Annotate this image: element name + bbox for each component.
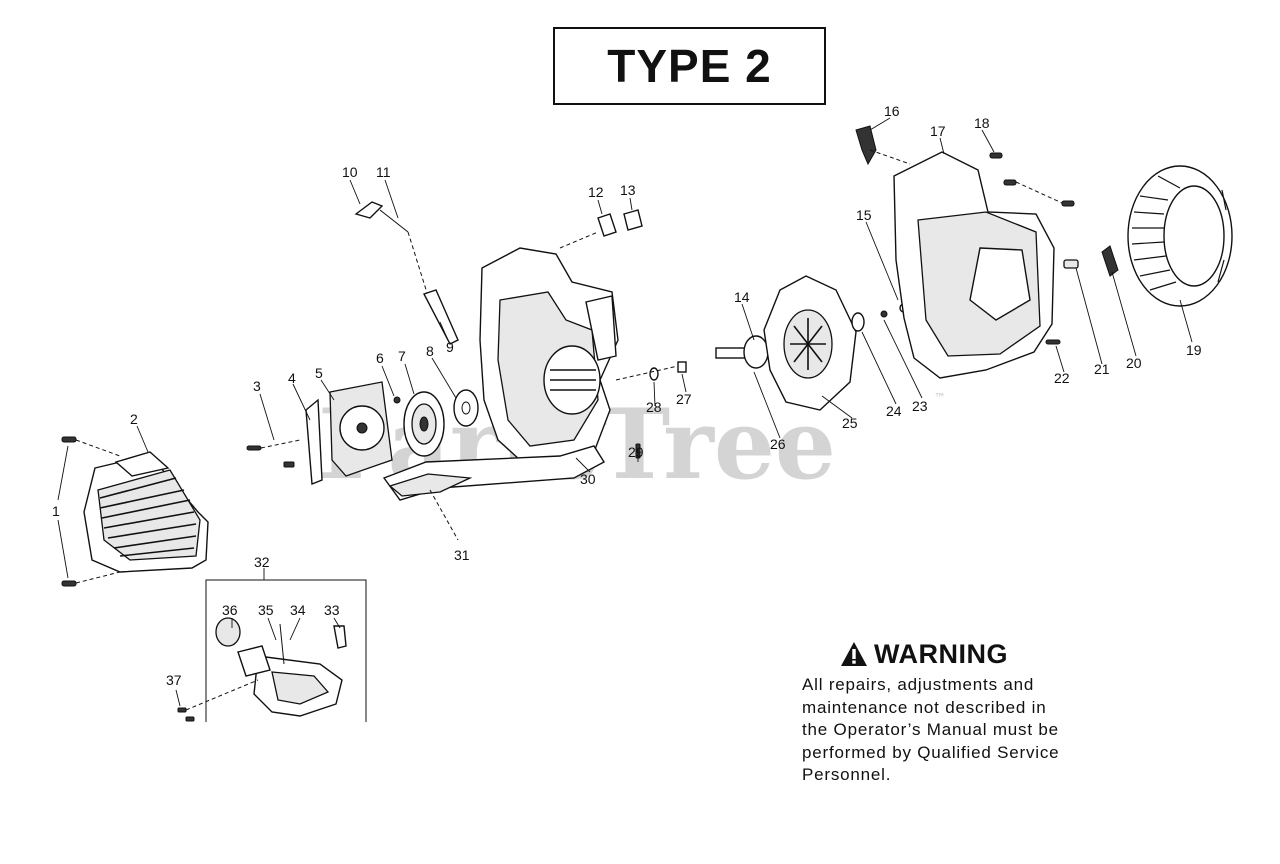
callout-22: 22 bbox=[1054, 370, 1070, 386]
callout-33: 33 bbox=[324, 602, 340, 618]
type-label-box: TYPE 2 bbox=[553, 27, 826, 105]
blower-housing-17 bbox=[893, 151, 1055, 379]
screw-1-bottom bbox=[61, 580, 77, 587]
callout-21: 21 bbox=[1094, 361, 1110, 377]
screw-22 bbox=[1045, 339, 1061, 345]
callout-9: 9 bbox=[446, 339, 454, 355]
callout-19: 19 bbox=[1186, 342, 1202, 358]
callout-35: 35 bbox=[258, 602, 274, 618]
callout-31: 31 bbox=[454, 547, 470, 563]
clip-20 bbox=[1101, 245, 1119, 277]
callout-2: 2 bbox=[130, 411, 138, 427]
warning-notice: WARNING All repairs, adjustments and mai… bbox=[802, 638, 1122, 787]
callout-3: 3 bbox=[253, 378, 261, 394]
watermark-trademark: ™ bbox=[934, 391, 946, 405]
nut-12 bbox=[597, 213, 617, 237]
callout-4: 4 bbox=[288, 370, 296, 386]
callout-8: 8 bbox=[426, 343, 434, 359]
callout-29: 29 bbox=[628, 444, 644, 460]
callout-23: 23 bbox=[912, 398, 928, 414]
callout-25: 25 bbox=[842, 415, 858, 431]
warning-triangle-icon bbox=[841, 642, 867, 666]
callout-32: 32 bbox=[254, 554, 270, 570]
callout-1: 1 bbox=[52, 503, 60, 519]
kit-32 bbox=[205, 568, 367, 722]
callout-24: 24 bbox=[886, 403, 902, 419]
callout-10: 10 bbox=[342, 164, 358, 180]
impeller-25 bbox=[763, 275, 857, 411]
air-filter-cover bbox=[83, 451, 209, 573]
callout-11: 11 bbox=[376, 164, 391, 180]
callout-13: 13 bbox=[620, 182, 636, 198]
warning-line: All repairs, adjustments and bbox=[802, 675, 1035, 694]
callout-37: 37 bbox=[166, 672, 182, 688]
carb-adapter-5 bbox=[329, 381, 393, 477]
screw-3 bbox=[246, 445, 295, 468]
screws-37 bbox=[177, 707, 195, 722]
callout-34: 34 bbox=[290, 602, 306, 618]
starter-pulley-7 bbox=[403, 391, 445, 457]
nut-23 bbox=[880, 310, 888, 318]
callout-16: 16 bbox=[884, 103, 900, 119]
callout-14: 14 bbox=[734, 289, 750, 305]
washer-28 bbox=[649, 367, 659, 381]
callout-7: 7 bbox=[398, 348, 406, 364]
warning-text: All repairs, adjustments and maintenance… bbox=[802, 674, 1122, 787]
callout-12: 12 bbox=[588, 184, 604, 200]
screws-18 bbox=[989, 152, 1075, 207]
callout-18: 18 bbox=[974, 115, 990, 131]
spark-plug-boot-10 bbox=[354, 201, 384, 219]
nut-27 bbox=[677, 361, 687, 373]
warning-line: performed by Qualified Service bbox=[802, 742, 1060, 762]
warning-line: maintenance not described in bbox=[802, 697, 1047, 717]
callout-36: 36 bbox=[222, 602, 238, 618]
spacer-26 bbox=[715, 335, 769, 369]
warning-header: WARNING bbox=[840, 638, 1122, 670]
gasket-4 bbox=[305, 398, 323, 486]
callout-27: 27 bbox=[676, 391, 692, 407]
screw-1-top bbox=[61, 436, 77, 443]
washer-24 bbox=[851, 312, 865, 332]
blower-housing-30 bbox=[479, 247, 619, 469]
warning-title: WARNING bbox=[874, 638, 1008, 669]
type-label: TYPE 2 bbox=[607, 40, 772, 92]
callout-15: 15 bbox=[856, 207, 872, 223]
callout-17: 17 bbox=[930, 123, 946, 139]
callout-28: 28 bbox=[646, 399, 662, 415]
washer-8 bbox=[453, 389, 479, 427]
callout-6: 6 bbox=[376, 350, 384, 366]
tube-31 bbox=[382, 445, 605, 501]
callout-30: 30 bbox=[580, 471, 596, 487]
nut-13 bbox=[623, 209, 643, 231]
warning-line: the Operator’s Manual must be bbox=[802, 720, 1059, 739]
callout-5: 5 bbox=[315, 365, 323, 381]
callout-20: 20 bbox=[1126, 355, 1142, 371]
callout-26: 26 bbox=[770, 436, 786, 452]
spring-21 bbox=[1063, 259, 1079, 269]
warning-line: Personnel. bbox=[802, 765, 892, 784]
intake-grille-19 bbox=[1127, 165, 1233, 307]
throttle-16 bbox=[855, 125, 877, 166]
